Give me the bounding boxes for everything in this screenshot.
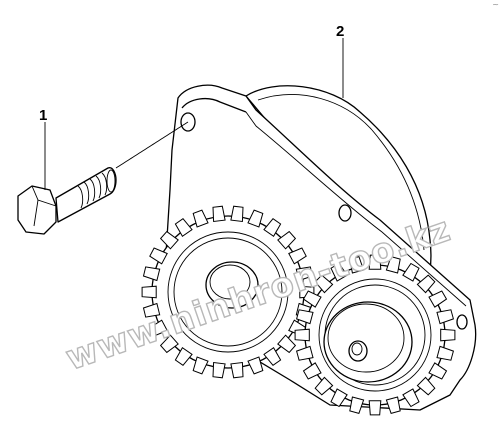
drive-gear-tooth [141,285,157,299]
drive-gear-tooth [142,266,161,282]
drive-gear-tooth [174,346,193,366]
drive-gear-tooth [277,230,297,250]
driven-gear-tooth [314,274,334,294]
driven-gear-tooth [436,345,455,361]
drive-gear-tooth [192,209,209,228]
hex-bolt [17,167,117,235]
driven-gear-tooth [385,255,401,274]
driven-gear-tooth [416,274,436,294]
drive-gear-tooth [149,247,168,265]
drive-gear-tooth [263,218,282,238]
drive-gear-tooth [247,356,264,375]
callout-label-2: 2 [336,23,344,40]
driven-gear-tooth [436,309,455,325]
callout-label-1: 1 [39,107,47,124]
corner-mark: ~ [492,0,499,9]
drive-gear-tooth [142,302,161,318]
driven-gear-tooth [368,254,382,270]
driven-gear-tooth [302,290,322,308]
drive-gear-tooth [263,346,282,366]
drive-gear [141,205,315,379]
driven-gear-tooth [295,345,314,361]
drive-gear-tooth [159,230,179,250]
driven-gear-tooth [302,362,322,380]
drive-gear-tooth [212,361,226,379]
driven-gear-tooth [330,262,348,282]
drive-gear-tooth [230,361,244,379]
driven-gear-tooth [428,290,448,308]
drive-gear-tooth [230,205,244,223]
bolt-axis-line [115,121,189,169]
driven-gear-tooth [330,388,348,408]
drive-gear-tooth [212,205,226,223]
driven-gear-tooth [368,400,382,416]
drive-gear-tooth [247,209,264,228]
drive-gear-tooth [149,319,168,337]
driven-gear-tooth [294,328,310,342]
drive-gear-tooth [159,334,179,354]
driven-gear-tooth [402,388,420,408]
drive-gear-tooth [277,334,297,354]
driven-gear-tooth [385,396,401,415]
drive-gear-tooth [295,266,314,282]
driven-gear-tooth [440,328,456,342]
driven-gear-tooth [314,376,334,396]
drive-gear-tooth [192,356,209,375]
driven-gear-tooth [416,376,436,396]
driven-gear [294,254,456,416]
driven-gear-tooth [295,309,314,325]
driven-gear-tooth [402,262,420,282]
drive-gear-tooth [174,218,193,238]
driven-gear-tooth [428,362,448,380]
drive-gear-tooth [288,247,307,265]
driven-gear-tooth [349,396,365,415]
driven-gear-tooth [349,255,365,274]
